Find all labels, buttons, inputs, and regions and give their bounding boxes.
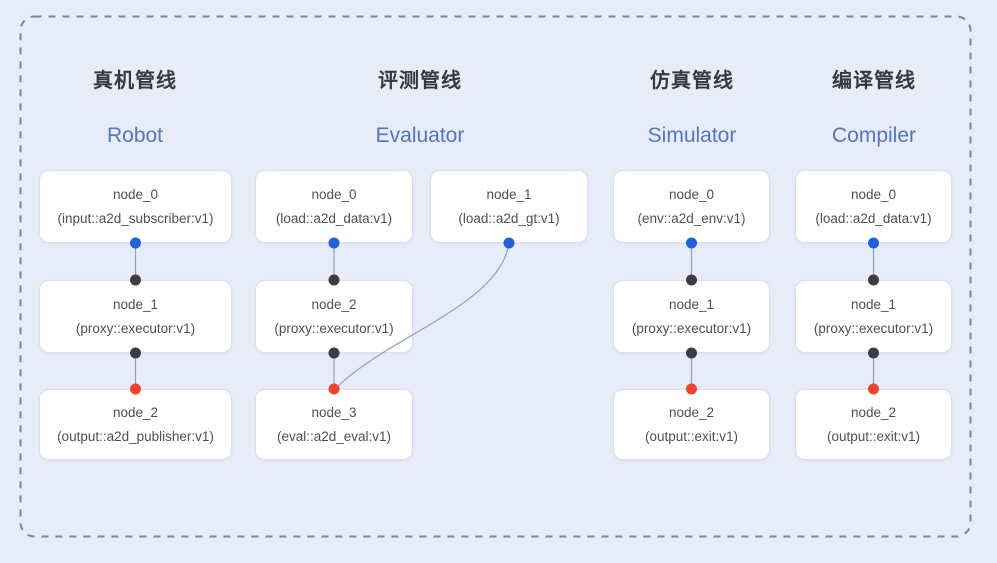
robot-node-0: node_0 (input::a2d_subscriber:v1) [39,170,232,243]
node-type: (proxy::executor:v1) [274,320,394,336]
evaluator-pipeline-title-cn: 评测管线 [378,70,462,92]
node-type: (eval::a2d_eval:v1) [276,428,392,444]
node-type: (load::a2d_gt:v1) [458,210,560,226]
evaluator-node-0: node_0 (load::a2d_data:v1) [255,170,413,243]
node-type: (input::a2d_subscriber:v1) [57,210,214,226]
simulator-node-2: node_2 (output::exit:v1) [613,389,770,460]
node-type: (proxy::executor:v1) [631,320,752,336]
node-type: (load::a2d_data:v1) [815,210,932,226]
node-name: node_0 [112,186,159,202]
simulator-node-0: node_0 (env::a2d_env:v1) [613,170,770,243]
node-name: node_0 [311,186,357,202]
simulator-pipeline-title-cn: 仿真管线 [650,70,734,92]
node-type: (output::exit:v1) [644,428,739,444]
node-name: node_2 [850,404,897,420]
simulator-node-1: node_1 (proxy::executor:v1) [613,280,770,353]
node-name: node_2 [112,404,159,420]
robot-node-1: node_1 (proxy::executor:v1) [39,280,232,353]
robot-node-2: node_2 (output::a2d_publisher:v1) [39,389,232,460]
node-type: (load::a2d_data:v1) [275,210,393,226]
compiler-pipeline-title-en: Compiler [831,124,917,147]
simulator-pipeline-title-en: Simulator [647,124,737,147]
robot-pipeline-title-cn: 真机管线 [93,70,177,92]
compiler-node-0: node_0 (load::a2d_data:v1) [795,170,952,243]
node-name: node_2 [311,296,357,312]
compiler-node-1: node_1 (proxy::executor:v1) [795,280,952,353]
node-name: node_1 [112,296,159,312]
node-type: (proxy::executor:v1) [813,320,934,336]
compiler-pipeline-title-cn: 编译管线 [832,70,916,92]
node-name: node_3 [311,404,357,420]
node-type: (proxy::executor:v1) [75,320,196,336]
node-type: (output::a2d_publisher:v1) [57,428,214,444]
evaluator-node-3: node_3 (eval::a2d_eval:v1) [255,389,413,460]
node-type: (env::a2d_env:v1) [637,210,746,226]
evaluator-node-2: node_2 (proxy::executor:v1) [255,280,413,353]
node-type: (output::exit:v1) [826,428,921,444]
robot-pipeline-title-en: Robot [106,124,164,147]
node-name: node_1 [486,186,532,202]
node-name: node_1 [668,296,715,312]
compiler-node-2: node_2 (output::exit:v1) [795,389,952,460]
node-name: node_0 [668,186,715,202]
evaluator-pipeline-title-en: Evaluator [375,124,465,147]
node-name: node_1 [850,296,897,312]
node-name: node_2 [668,404,715,420]
node-name: node_0 [850,186,897,202]
evaluator-node-1: node_1 (load::a2d_gt:v1) [430,170,588,243]
